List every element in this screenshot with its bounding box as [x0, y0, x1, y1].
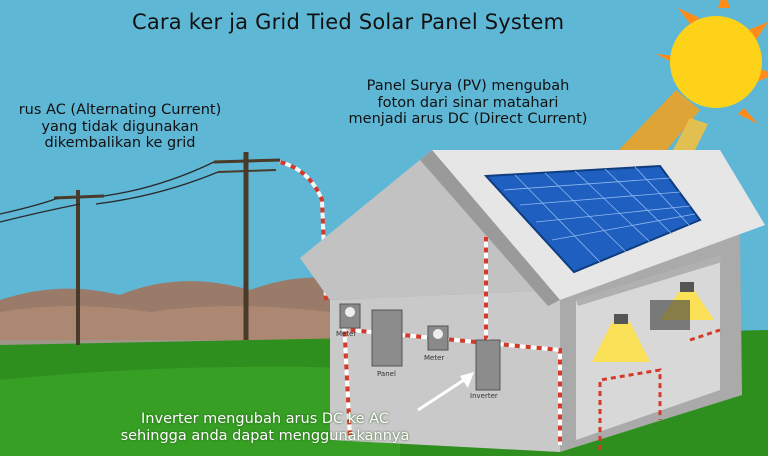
diagram-title: Cara ker ja Grid Tied Solar Panel System — [132, 10, 565, 34]
ac-note-line-3: dikembalikan ke grid — [44, 135, 196, 152]
meter-icon — [339, 303, 361, 329]
solar-panel-icon — [483, 164, 702, 274]
pv-note-line-3: menjadi arus DC (Direct Current) — [348, 111, 588, 128]
pv-note-line-2: foton dari sinar matahari — [377, 94, 559, 111]
inverter-note: Inverter mengubah arus DC ke AC sehingga… — [100, 411, 430, 444]
ac-note: rus AC (Alternating Current) yang tidak … — [0, 102, 246, 152]
utility-pole-icon — [53, 152, 281, 345]
meter-icon — [427, 325, 449, 351]
meter-1-label: Meter — [336, 330, 357, 338]
interior-wiring — [598, 328, 721, 450]
ac-note-line-2: yang tidak digunakan — [41, 118, 199, 135]
meter-2-label: Meter — [424, 354, 445, 362]
panel-box — [371, 309, 403, 367]
pv-note: Panel Surya (PV) mengubah foton dari sin… — [318, 78, 618, 128]
service-wire — [279, 160, 328, 301]
inverter-icon — [475, 339, 501, 391]
lamp-icon — [592, 282, 714, 362]
ac-note-line-1: rus AC (Alternating Current) — [18, 102, 222, 118]
inverter-note-line-2: sehingga anda dapat menggunakannya — [120, 427, 410, 444]
treeline-front — [0, 306, 330, 345]
panel-label: Panel — [377, 370, 396, 378]
sun-icon — [656, 0, 768, 124]
pv-note-line-1: Panel Surya (PV) mengubah — [366, 78, 570, 94]
arrow-icon — [417, 372, 474, 412]
inverter-label: Inverter — [470, 392, 498, 400]
power-lines — [0, 161, 219, 223]
inverter-note-line-1: Inverter mengubah arus DC ke AC — [141, 411, 389, 427]
grass-highlight — [0, 366, 400, 456]
